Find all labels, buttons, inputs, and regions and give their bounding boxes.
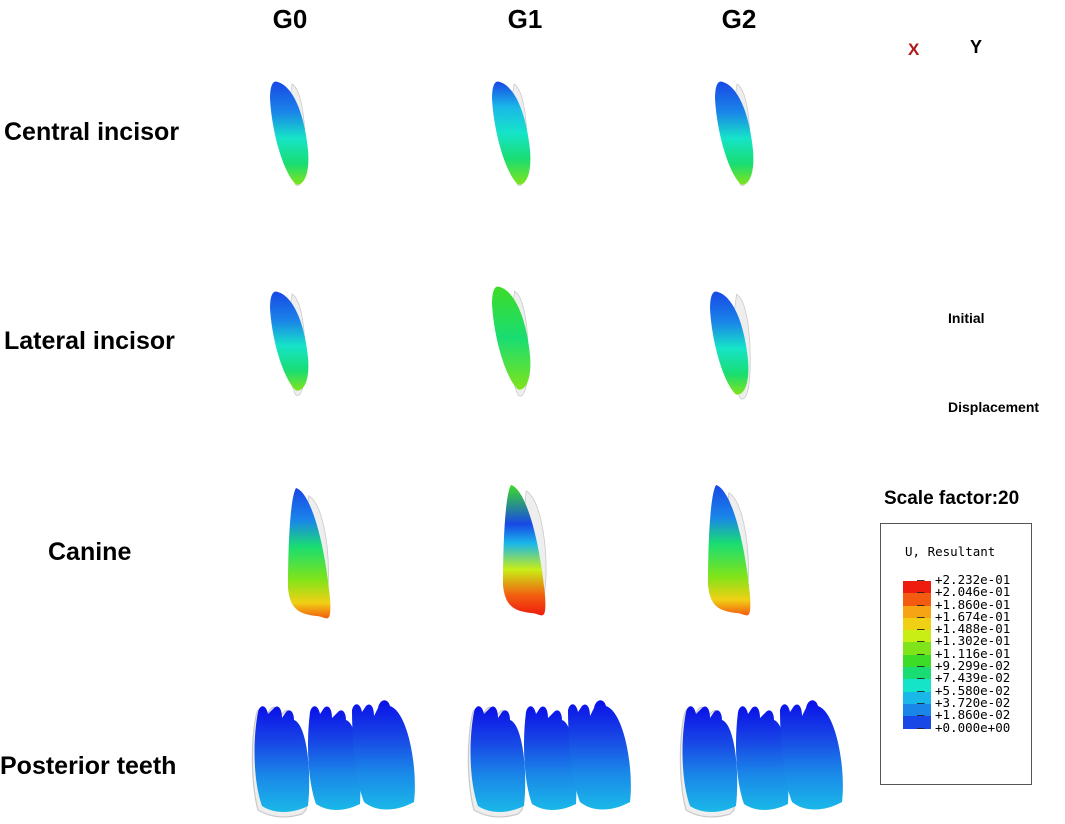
- color-bar-tick-label: +1.860e-02: [917, 708, 1010, 721]
- color-bar-tick-label: +1.302e-01: [917, 635, 1010, 648]
- color-bar-tick-label: +9.299e-02: [917, 659, 1010, 672]
- color-bar-tick-label: +1.674e-01: [917, 610, 1010, 623]
- color-bar-tick-label: +0.000e+00: [917, 721, 1010, 734]
- color-bar-tick-label: +2.232e-01: [917, 573, 1010, 586]
- color-bar-tick-label: +1.488e-01: [917, 622, 1010, 635]
- color-bar-tick-label: +1.860e-01: [917, 598, 1010, 611]
- row-label-canine: Canine: [48, 538, 132, 566]
- axis-label-x: X: [908, 40, 920, 59]
- row-label-posterior-teeth: Posterior teeth: [0, 752, 177, 780]
- row-label-central-incisor: Central incisor: [4, 118, 180, 146]
- color-bar-tick-label: +1.116e-01: [917, 647, 1010, 660]
- color-bar-tick-label: +2.046e-01: [917, 585, 1010, 598]
- legend-initial-label: Initial: [948, 310, 985, 326]
- column-header-g2: G2: [721, 4, 757, 34]
- contour-legend-title: U, Resultant: [905, 544, 996, 559]
- color-bar-tick-label: +3.720e-02: [917, 696, 1010, 709]
- color-bar-ticks: +2.232e-01+2.046e-01+1.860e-01+1.674e-01…: [917, 573, 1010, 734]
- color-bar-tick-label: +5.580e-02: [917, 684, 1010, 697]
- contour-legend: U, Resultant +2.232e-01+2.046e-01+1.860e…: [880, 523, 1032, 785]
- tooth-figure-grid: [251, 81, 844, 818]
- color-bar-tick-label: +7.439e-02: [917, 671, 1010, 684]
- column-header-g1: G1: [507, 4, 543, 34]
- scale-factor-label: Scale factor:20: [884, 488, 1020, 509]
- axis-label-y: Y: [970, 37, 983, 57]
- legend-displacement-label: Displacement: [948, 399, 1040, 415]
- row-label-lateral-incisor: Lateral incisor: [4, 327, 175, 355]
- column-header-g0: G0: [272, 4, 308, 34]
